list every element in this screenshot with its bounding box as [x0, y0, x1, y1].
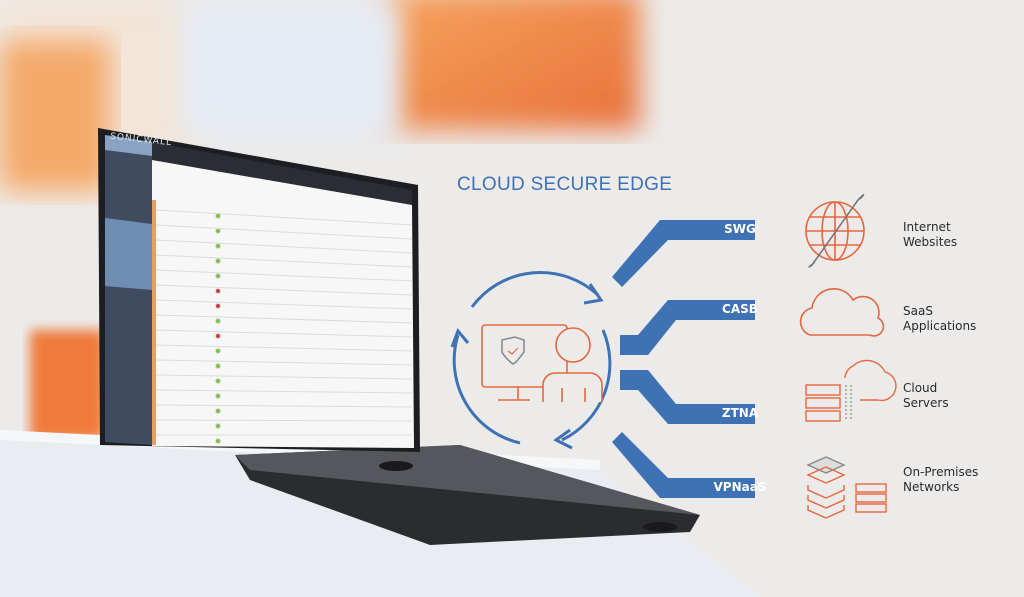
ztna-label: ZTNA — [721, 406, 759, 420]
status-dot — [215, 228, 221, 234]
destination-line: Networks — [903, 480, 960, 494]
vpnaas-band — [612, 432, 755, 498]
table-row-line — [155, 329, 413, 338]
table-row-line — [155, 374, 413, 380]
table-row-line — [155, 209, 413, 226]
user-monitor-shield-icon — [481, 324, 603, 402]
status-dot — [215, 258, 221, 264]
table-row-line — [155, 359, 413, 366]
status-dot — [215, 363, 221, 369]
status-dot — [215, 378, 221, 384]
status-dot — [215, 393, 221, 399]
status-dot — [215, 423, 221, 429]
top-bar — [152, 142, 412, 205]
destination-line: Cloud — [903, 381, 938, 395]
swg-label: SWG — [724, 222, 756, 236]
table-row-line — [155, 239, 413, 254]
status-dot — [215, 438, 221, 444]
cloud-server-icon — [805, 359, 897, 422]
table-row-line — [155, 389, 413, 394]
status-dot — [215, 273, 221, 279]
status-dot — [215, 303, 221, 309]
status-dot — [215, 333, 221, 339]
table-row-line — [155, 269, 413, 282]
table-row-line — [155, 284, 413, 296]
table-row-line — [155, 404, 413, 408]
destination-line: SaaS — [903, 304, 933, 318]
status-dot — [215, 243, 221, 249]
status-dot — [215, 318, 221, 324]
ztna-band — [620, 370, 755, 424]
table-row-line — [155, 299, 413, 310]
status-dot — [215, 408, 221, 414]
status-dot — [215, 288, 221, 294]
destination-line: Internet — [903, 220, 951, 234]
destination-line: Websites — [903, 235, 958, 249]
table-row-line — [155, 344, 413, 352]
globe-icon — [805, 193, 865, 268]
sidebar — [105, 135, 152, 445]
vpnaas-label: VPNaaS — [713, 480, 767, 494]
table-row-line — [155, 254, 413, 268]
table-row-line — [155, 419, 413, 422]
server-stack-icon — [806, 456, 887, 519]
destination-line: Applications — [903, 319, 977, 333]
cloud-icon — [799, 288, 885, 337]
swg-band — [612, 220, 755, 287]
status-dot — [215, 348, 221, 354]
table-row-line — [155, 224, 413, 240]
casb-band — [620, 300, 755, 355]
shield-icon — [501, 336, 525, 365]
destination-line: Servers — [903, 396, 949, 410]
destination-line: On-Premises — [903, 465, 979, 479]
casb-label: CASB — [722, 302, 758, 316]
cycle-arrows-icon — [450, 271, 612, 450]
diagram-title: CLOUD SECURE EDGE — [457, 174, 673, 195]
status-dot — [215, 213, 221, 219]
table-row-line — [155, 314, 413, 324]
